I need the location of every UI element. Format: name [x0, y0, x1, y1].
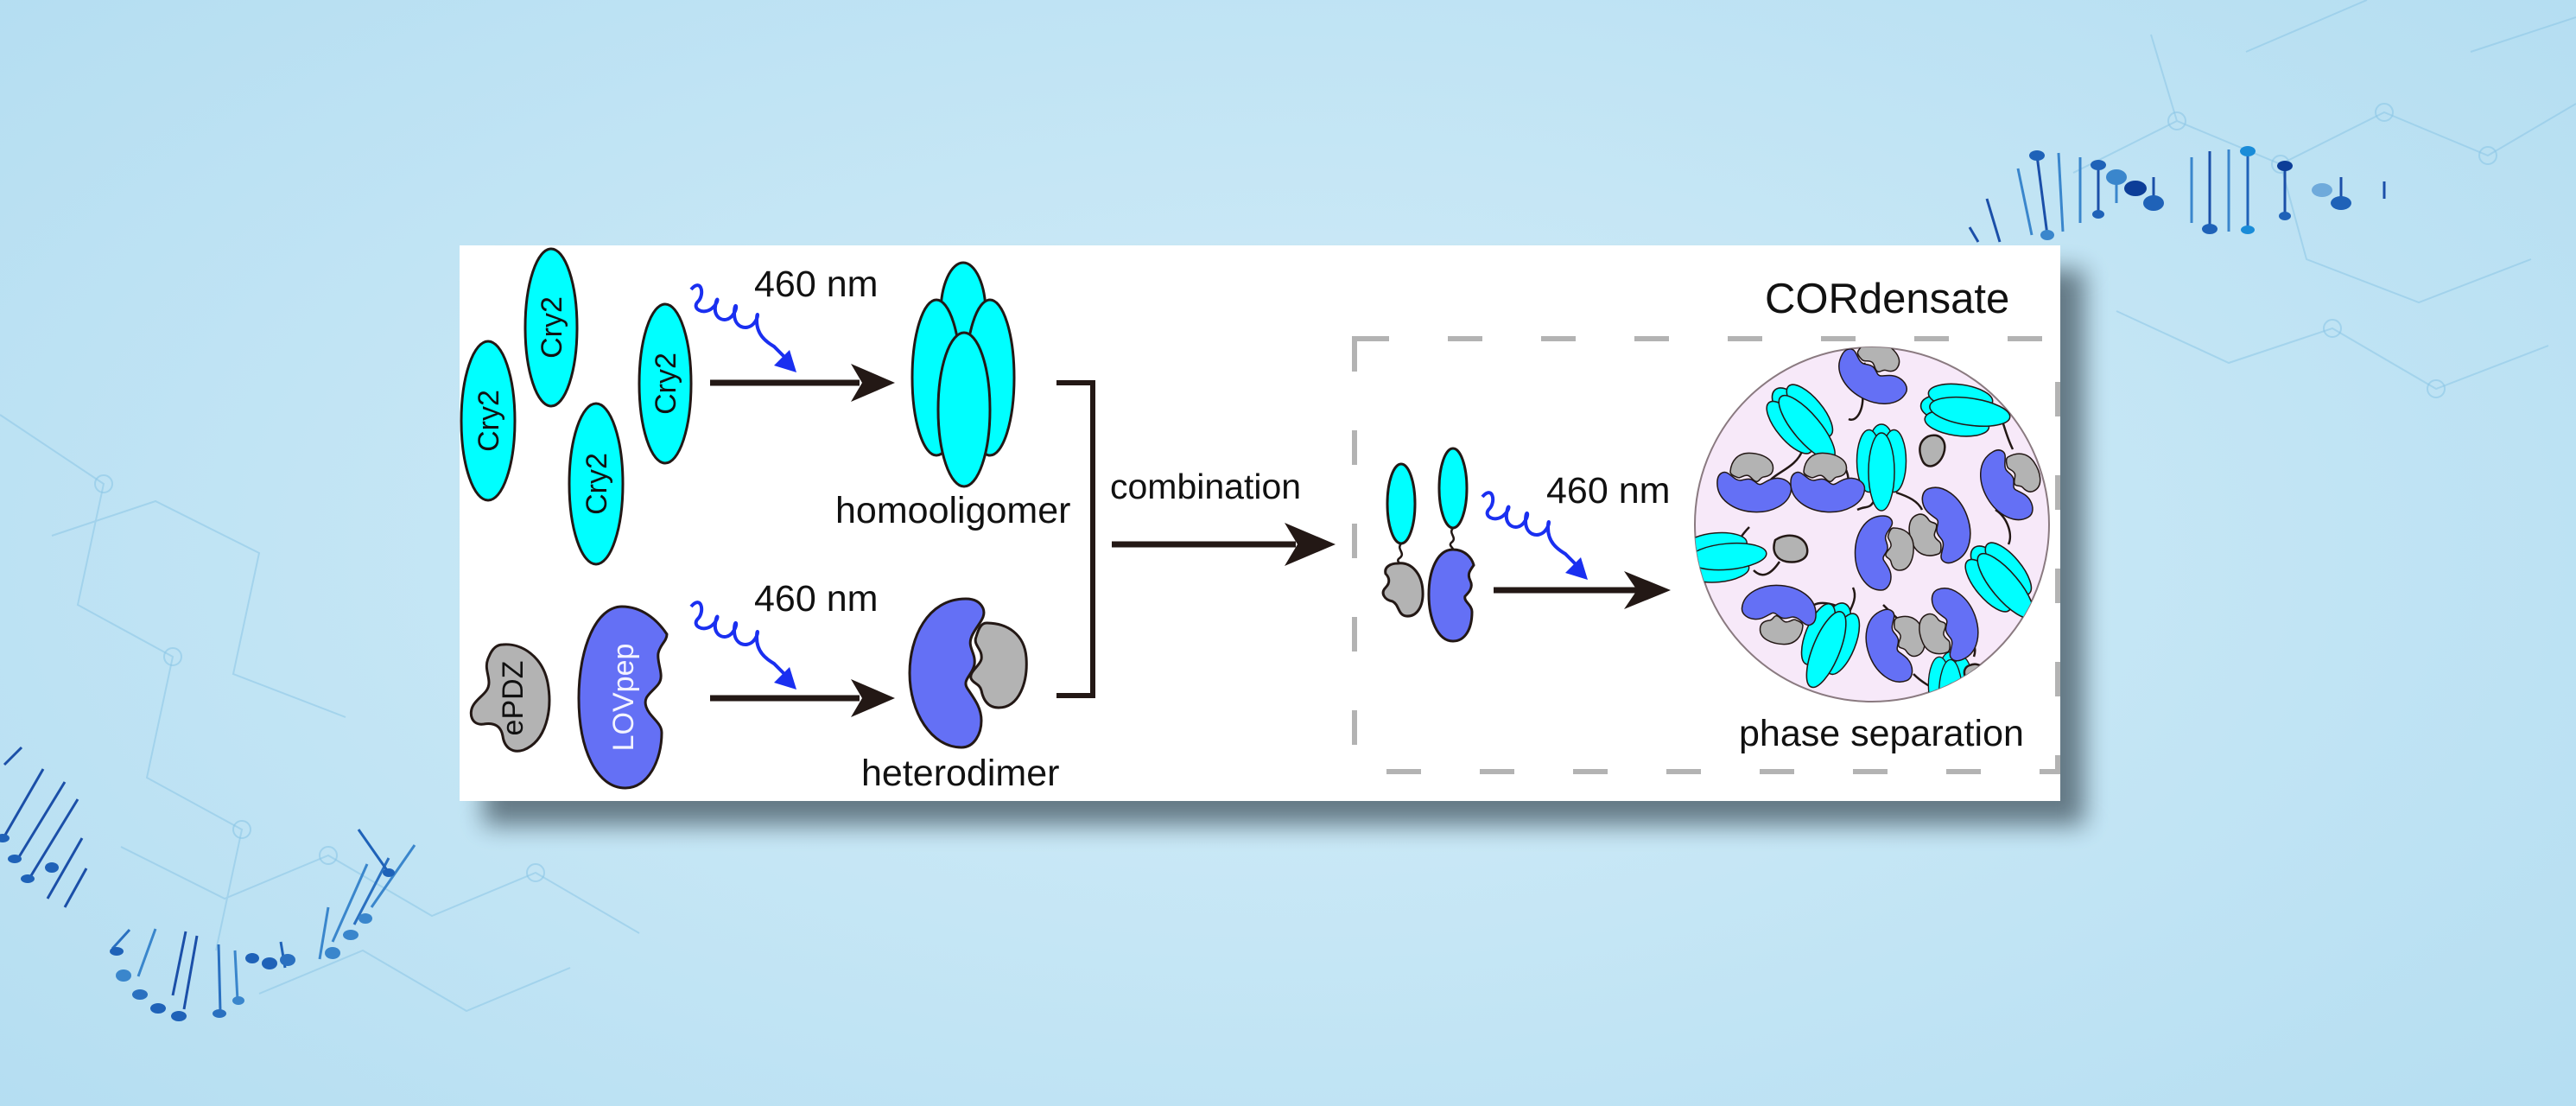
- epdz-monomer: ePDZ: [469, 643, 551, 753]
- combination-label: combination: [1110, 467, 1301, 506]
- cry2-monomer: Cry2: [460, 340, 517, 502]
- cry2-monomer: Cry2: [568, 402, 625, 566]
- cry2-label: Cry2: [536, 296, 568, 359]
- heterodimer-complex: [908, 597, 1028, 749]
- light-wavelength-label: 460 nm: [1546, 470, 1670, 512]
- lovpep-monomer: LOVpep: [577, 605, 669, 790]
- light-wavelength-label: 460 nm: [754, 578, 878, 620]
- cry2-epdz-fusion: [1381, 462, 1424, 618]
- cry2-label: Cry2: [581, 453, 613, 515]
- cry2-monomers: Cry2 Cry2 Cry2 Cry2: [460, 247, 693, 566]
- cry2-lovpep-fusion: [1427, 447, 1475, 643]
- heterodimer-label: heterodimer: [861, 753, 1059, 794]
- cry2-label: Cry2: [473, 390, 505, 452]
- condensate-droplet: [1694, 346, 2050, 702]
- combination-arrow: [1112, 523, 1336, 566]
- epdz-label: ePDZ: [497, 661, 530, 736]
- cry2-monomer: Cry2: [638, 302, 693, 465]
- reaction-arrow-3: [1494, 571, 1671, 609]
- cry2-label: Cry2: [650, 353, 682, 415]
- dna-helix-left: [3, 746, 416, 1012]
- cordensate-title: CORdensate: [1765, 276, 2009, 322]
- network-nodes: [94, 103, 2497, 882]
- homooligomer: [910, 261, 1016, 488]
- dna-helix-left-beads: [0, 834, 395, 1021]
- cordensate-dashed-box: [1352, 336, 2060, 774]
- network-lines: [0, 0, 2576, 1013]
- heterodimer: [908, 597, 1028, 749]
- reaction-arrow-1: [710, 364, 895, 402]
- reaction-arrow-2: [710, 679, 895, 717]
- lovpep-label: LOVpep: [607, 644, 640, 752]
- homooligomer-label: homooligomer: [835, 490, 1070, 531]
- phase-separation-label: phase separation: [1739, 713, 2024, 754]
- combination-bracket: [1056, 380, 1095, 698]
- dna-helix-right-beads: [2029, 146, 2351, 240]
- cry2-monomer: Cry2: [523, 247, 579, 408]
- light-wavelength-label: 460 nm: [754, 264, 878, 305]
